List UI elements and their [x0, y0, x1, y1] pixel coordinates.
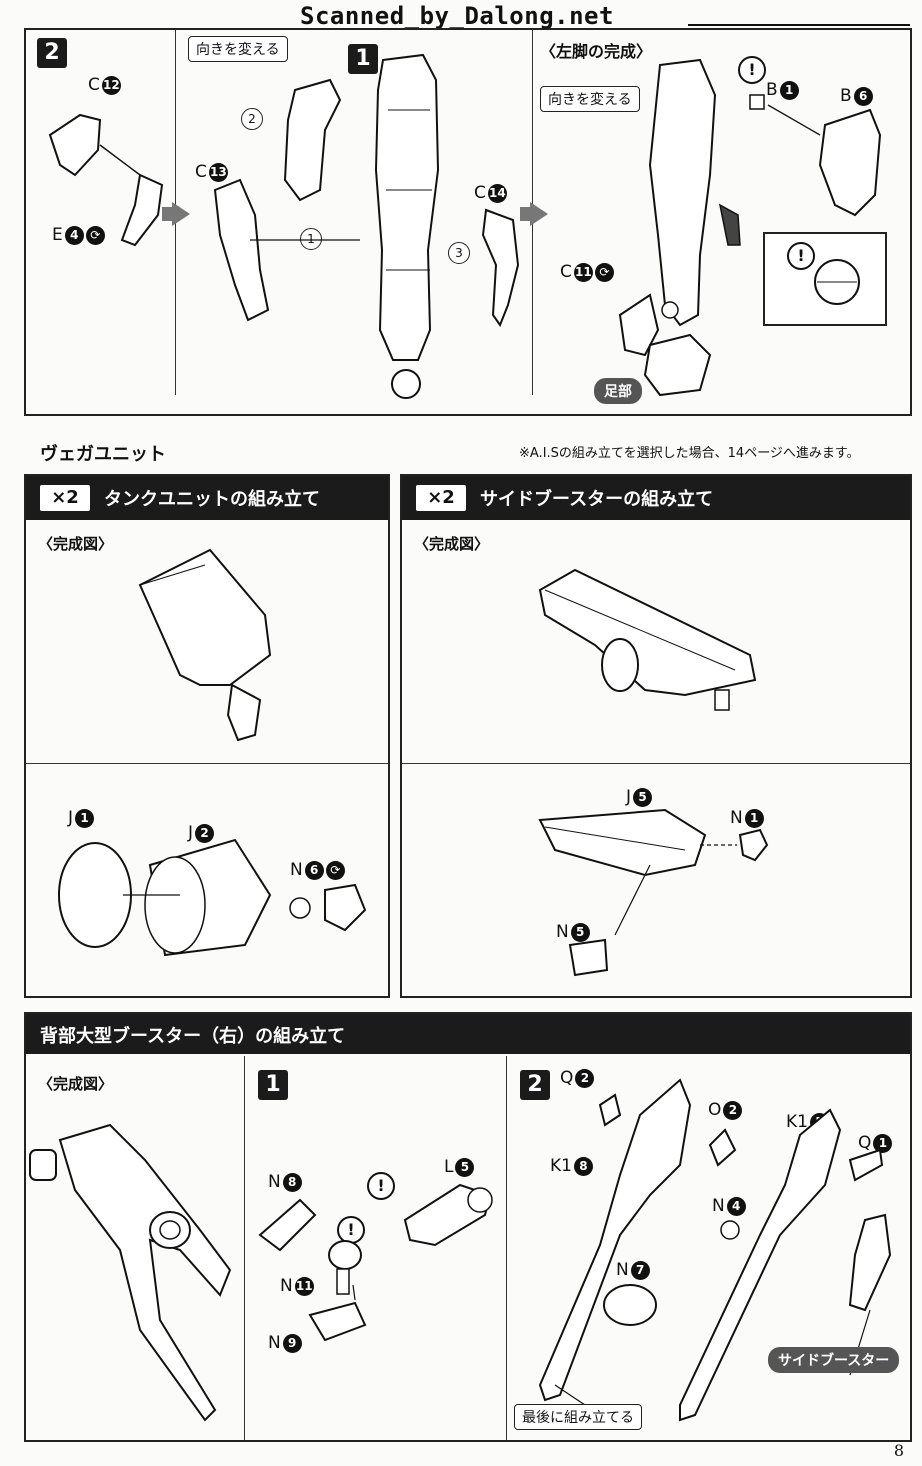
side-booster-complete-drawing	[538, 568, 757, 711]
detail-drawing	[814, 259, 860, 305]
left-leg-complete-title: 〈左脚の完成〉	[540, 42, 653, 61]
part-drawing-c13	[213, 78, 360, 322]
sequence-3: 3	[448, 242, 470, 264]
back-booster-title: 背部大型ブースター（右）の組み立て	[40, 1026, 346, 1047]
step1-parts-drawing	[258, 1183, 493, 1342]
tank-unit-header: ×2 タンクユニットの組み立て	[26, 476, 388, 520]
side-booster-complete-title: 〈完成図〉	[414, 535, 490, 553]
top-step-panel	[24, 28, 912, 416]
step2-parts-drawing	[538, 1078, 892, 1422]
foot-label: 足部	[594, 378, 642, 404]
watermark: Scanned_by_Dalong.net	[300, 2, 614, 30]
watermark-underline	[688, 24, 910, 26]
step-number-2: 2	[520, 1070, 550, 1100]
back-booster-complete-title: 〈完成図〉	[38, 1075, 114, 1093]
ais-note: ※A.I.Sの組み立てを選択した場合、14ページへ進みます。	[519, 446, 860, 461]
tank-unit-title: タンクユニットの組み立て	[104, 489, 320, 510]
sequence-2: 2	[241, 108, 263, 130]
swap-icon: ⟳	[594, 262, 614, 282]
change-direction-note: 向きを変える	[188, 36, 288, 62]
side-booster-panel	[400, 474, 912, 998]
side-booster-parts-drawing	[538, 808, 769, 977]
divider	[244, 1056, 245, 1440]
tank-complete-title: 〈完成図〉	[38, 535, 114, 553]
flow-arrow-head	[172, 202, 190, 226]
side-booster-title: サイドブースターの組み立て	[480, 489, 714, 510]
page-number: 8	[893, 1441, 904, 1460]
detail-inset: !	[763, 232, 887, 326]
attention-icon: !	[787, 242, 815, 270]
left-leg-complete-drawing	[618, 58, 882, 397]
step-number-1: 1	[258, 1070, 288, 1100]
tank-complete-drawing	[138, 548, 272, 742]
leg-drawing	[374, 53, 440, 399]
step-number-1: 1	[348, 44, 378, 74]
sequence-1: 1	[300, 228, 322, 250]
swap-icon: ⟳	[85, 225, 105, 245]
side-booster-label: サイドブースター	[768, 1347, 900, 1373]
side-booster-header: ×2 サイドブースターの組み立て	[402, 476, 910, 520]
change-direction-note: 向きを変える	[540, 86, 640, 112]
tank-parts-drawing	[58, 838, 367, 957]
attention-icon: !	[367, 1172, 395, 1200]
divider	[26, 763, 388, 764]
vega-unit-title: ヴェガユニット	[40, 444, 166, 465]
back-booster-panel	[24, 1012, 912, 1442]
back-booster-complete-drawing	[29, 1123, 232, 1422]
back-booster-header: 背部大型ブースター（右）の組み立て	[26, 1014, 910, 1054]
multiplier-badge: ×2	[416, 485, 466, 511]
flow-arrow	[520, 207, 530, 221]
flow-arrow-head	[530, 202, 548, 226]
assemble-last-note: 最後に組み立てる	[514, 1404, 642, 1430]
divider	[402, 763, 910, 764]
step-number-2: 2	[37, 38, 67, 68]
multiplier-badge: ×2	[40, 485, 90, 511]
part-drawing-c12-e4	[48, 113, 164, 247]
swap-icon: ⟳	[325, 860, 345, 880]
flow-arrow	[162, 207, 172, 221]
divider	[506, 1056, 507, 1440]
attention-icon: !	[738, 56, 766, 84]
part-drawing-c14	[481, 208, 520, 328]
tank-unit-panel	[24, 474, 390, 998]
